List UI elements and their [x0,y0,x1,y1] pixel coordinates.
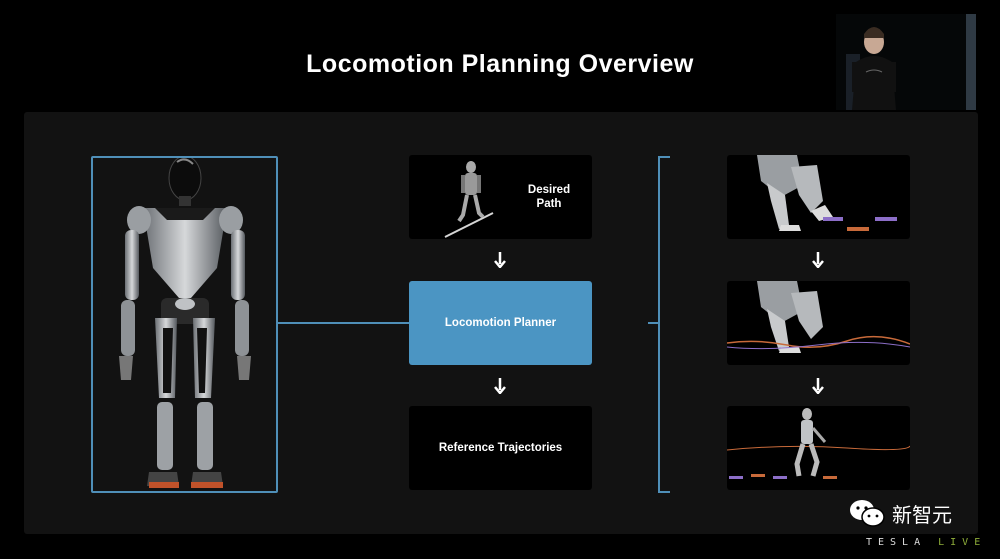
robot-image-frame [91,156,278,493]
desired-path-label: Desired Path [527,184,571,210]
arrow-down-icon [494,252,506,268]
arrow-down-icon [494,378,506,394]
robot-legs-trajectory-illustration [727,281,910,353]
full-body-walk-panel [727,406,910,490]
reference-trajectories-block: Reference Trajectories [409,406,592,490]
watermark-text: 新智元 [892,504,952,527]
wechat-icon [850,500,885,527]
slide-title: Locomotion Planning Overview [306,50,694,78]
reference-trajectories-label: Reference Trajectories [438,442,563,454]
connector-line-right [648,322,660,324]
arrow-down-icon [812,252,824,268]
connector-line-left [276,322,409,324]
brand-text: TESLA [866,537,927,548]
swing-trajectory-panel [727,281,910,365]
presenter-video [836,14,976,110]
slide-canvas: Desired Path Locomotion Planner Referenc… [24,112,978,534]
walking-robot-path-illustration [444,161,494,238]
wechat-watermark: 新智元 [848,498,952,528]
arrow-down-icon [812,378,824,394]
desired-path-panel: Desired Path [409,155,592,239]
locomotion-planner-label: Locomotion Planner [444,317,557,329]
robot-walking-illustration [727,408,910,479]
broadcast-brand: TESLA LIVE [866,537,986,548]
live-text: LIVE [938,537,987,548]
robot-legs-footsteps-illustration [757,155,897,231]
locomotion-planner-block: Locomotion Planner [409,281,592,365]
humanoid-robot-image [119,158,251,488]
presenter-figure [846,27,896,110]
output-bracket [658,156,670,493]
footstep-plan-panel [727,155,910,239]
